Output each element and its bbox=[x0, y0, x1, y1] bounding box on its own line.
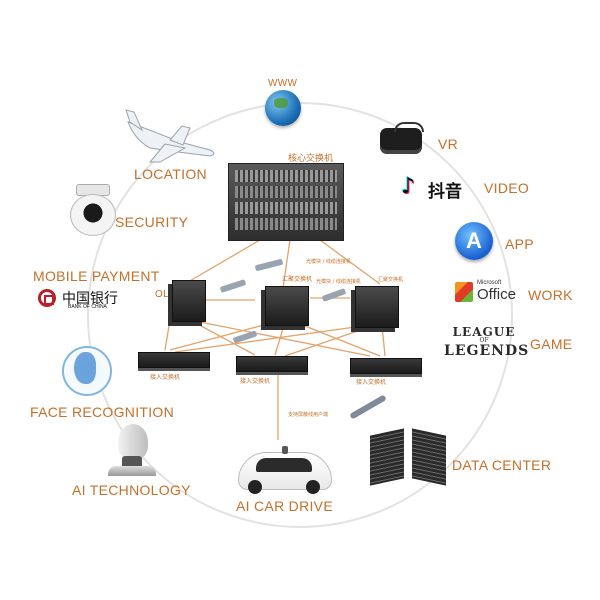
vr-strap-icon bbox=[394, 122, 424, 132]
app-label: APP bbox=[505, 236, 534, 252]
security-label: SECURITY bbox=[115, 214, 189, 230]
tiktok-label: 抖音 bbox=[428, 182, 462, 202]
office-icon bbox=[455, 282, 473, 302]
league-of-legends-logo: LEAGUE OF LEGENDS bbox=[444, 325, 530, 360]
aggregation-switch-right-icon bbox=[355, 286, 399, 328]
globe-land-icon bbox=[274, 98, 288, 108]
app-store-icon: A bbox=[455, 222, 493, 260]
robot-head-icon bbox=[118, 424, 148, 460]
vr-headset-icon bbox=[380, 128, 422, 154]
core-switch-label: 核心交换机 bbox=[288, 154, 334, 164]
module-label-2: 光模块 / 线缆连接机 bbox=[316, 279, 361, 285]
face-recognition-label: FACE RECOGNITION bbox=[30, 404, 175, 420]
robot-shoulder-icon bbox=[108, 466, 156, 476]
autonomous-car-icon bbox=[238, 444, 332, 494]
bank-cn-label: 中国银行 bbox=[62, 291, 118, 307]
access-switch-1-icon bbox=[138, 352, 210, 368]
support-users-label: 支持屏蔽线用户端 bbox=[288, 412, 329, 418]
league-text-1: LEAGUE bbox=[452, 325, 516, 339]
agg-right-label: 汇聚交换机 bbox=[378, 277, 404, 283]
face-profile-icon bbox=[74, 352, 96, 384]
aggregation-switch-icon bbox=[265, 286, 309, 326]
access-switch-2-icon bbox=[236, 356, 308, 372]
access-switch-2-label: 接入交换机 bbox=[240, 378, 271, 385]
mobile-payment-label: MOBILE PAYMENT bbox=[33, 268, 160, 284]
core-links bbox=[187, 239, 381, 289]
bank-en-label: BANK OF CHINA bbox=[68, 304, 107, 310]
office-small-label: Microsoft bbox=[477, 280, 502, 286]
www-label: WWW bbox=[268, 78, 298, 89]
olt-switch-icon bbox=[172, 280, 206, 322]
agg-switch-label: 汇聚交换机 bbox=[282, 276, 313, 283]
bank-of-china-logo-icon bbox=[38, 289, 56, 307]
module-label-1: 光模块 / 线缆连接机 bbox=[306, 259, 351, 265]
work-label: WORK bbox=[528, 287, 573, 303]
core-switch-icon bbox=[228, 163, 344, 241]
access-switch-3-icon bbox=[350, 358, 422, 374]
location-label: LOCATION bbox=[134, 166, 207, 182]
access-switch-3-label: 接入交换机 bbox=[356, 379, 387, 386]
mesh-links bbox=[164, 297, 386, 357]
access-switch-1-label: 接入交换机 bbox=[150, 374, 181, 381]
league-text-2: LEGENDS bbox=[444, 343, 530, 359]
globe-icon bbox=[265, 90, 301, 126]
tiktok-icon: ♪ bbox=[401, 174, 416, 199]
league-text-of: OF bbox=[479, 337, 489, 344]
game-label: GAME bbox=[530, 336, 573, 352]
olt-label: OLT bbox=[155, 289, 175, 300]
data-center-label: DATA CENTER bbox=[452, 457, 552, 473]
office-label: Office bbox=[477, 286, 516, 303]
ai-car-drive-label: AI CAR DRIVE bbox=[236, 498, 333, 514]
vr-label: VR bbox=[438, 136, 459, 152]
camera-dome-icon bbox=[70, 194, 116, 236]
ai-technology-label: AI TECHNOLOGY bbox=[72, 482, 191, 498]
video-label: VIDEO bbox=[484, 180, 530, 196]
